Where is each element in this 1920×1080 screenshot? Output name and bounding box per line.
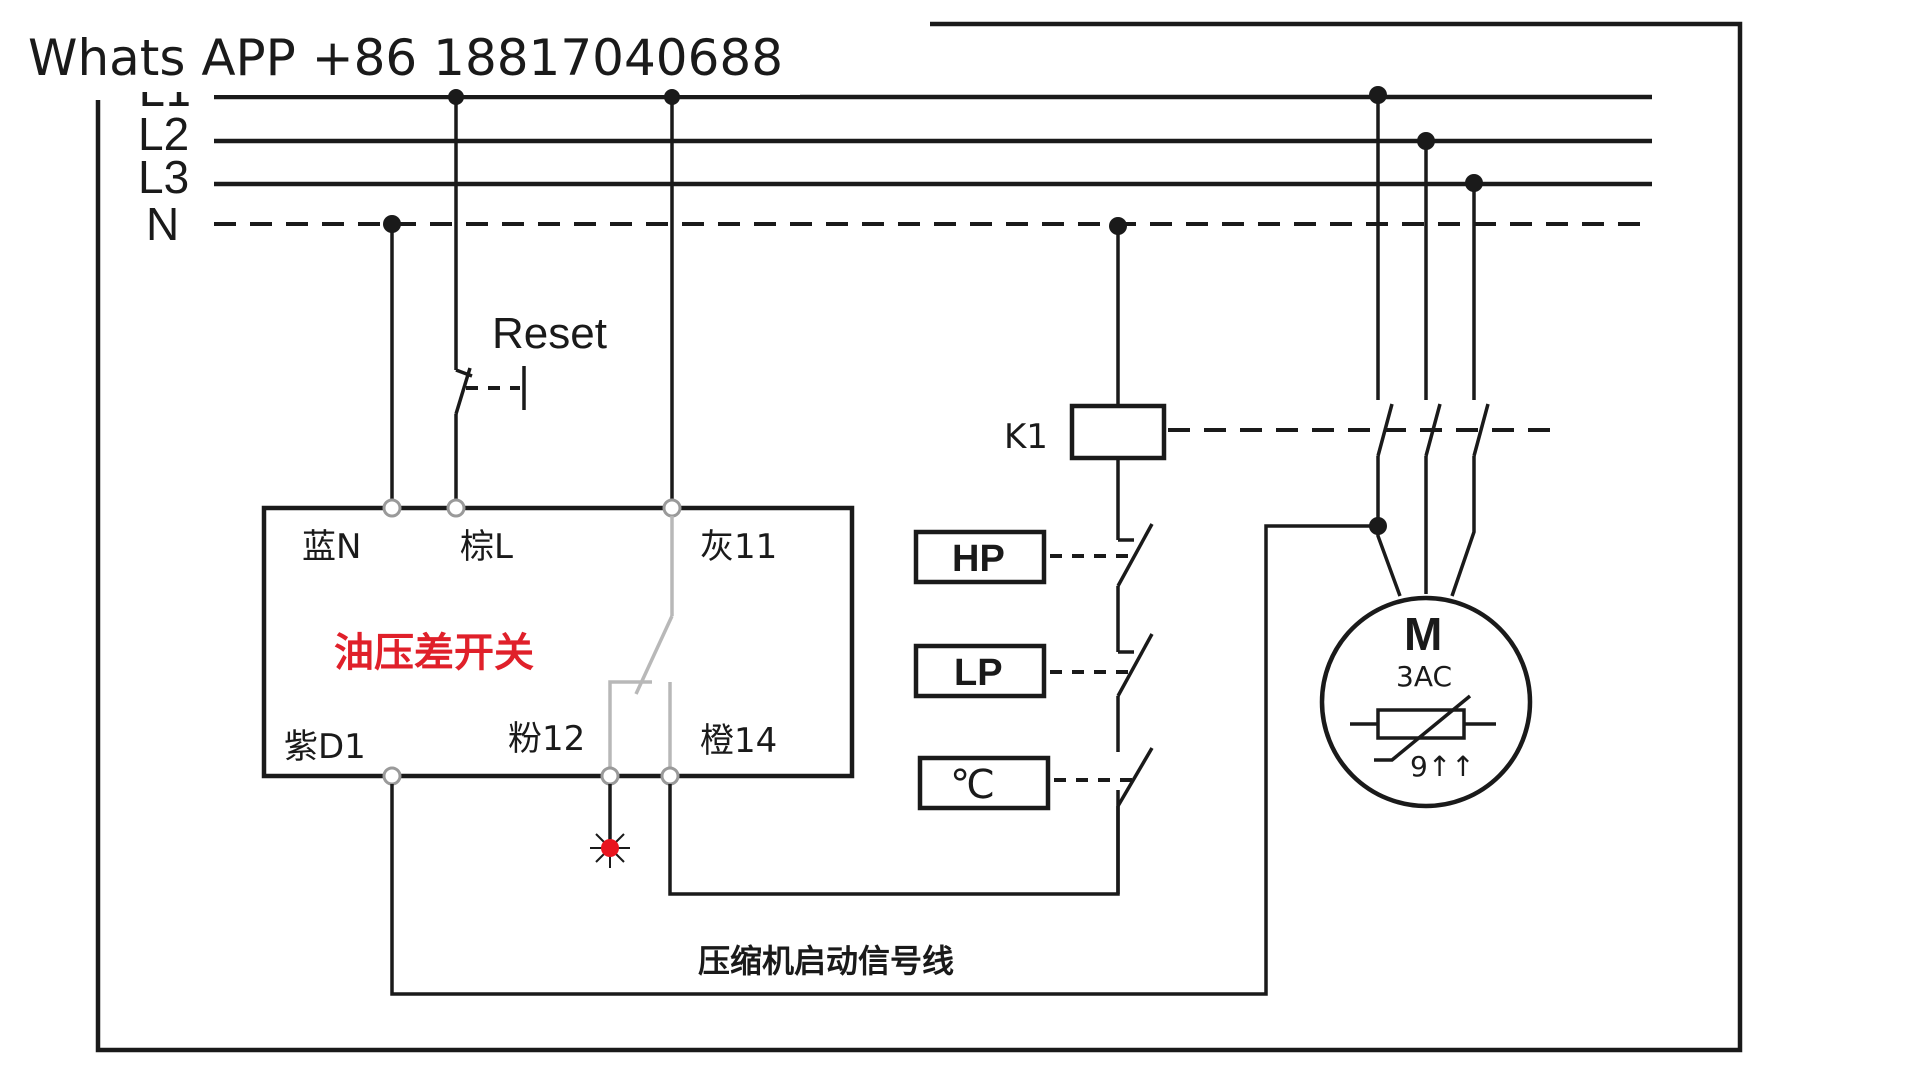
terminal-d1 <box>382 766 402 786</box>
wire-orange-14 <box>668 784 1120 896</box>
terminal-brown-l <box>446 498 466 518</box>
hp-switch-box <box>913 529 1047 585</box>
wire-purple-d1-signal <box>390 524 1378 996</box>
switch-title: 油压差开关 <box>334 630 534 676</box>
bus-label-n: N <box>146 198 179 250</box>
temp-switch-box <box>917 755 1051 811</box>
bus-label-l3: L3 <box>138 151 189 203</box>
main-contact-l3 <box>1472 403 1490 457</box>
hp-label: HP <box>952 538 1005 580</box>
label-terminal-d1: 紫D1 <box>284 727 366 767</box>
bus-label-l2: L2 <box>138 108 189 160</box>
label-terminal-blue-n: 蓝N <box>302 527 361 567</box>
outer-frame <box>95 21 1743 1053</box>
reset-switch-arm <box>454 367 472 415</box>
signal-line-label: 压缩机启动信号线 <box>698 942 954 980</box>
label-terminal-12: 粉12 <box>508 719 585 759</box>
temp-contact-blade <box>1116 747 1154 807</box>
terminal-12 <box>600 766 620 786</box>
oil-pressure-switch-box <box>261 505 855 779</box>
lp-contact-blade <box>1116 633 1154 697</box>
lp-switch-box <box>913 643 1047 699</box>
label-terminal-gray-11: 灰11 <box>700 527 777 567</box>
temp-label: ℃ <box>950 762 995 808</box>
compressor-motor <box>1319 595 1533 809</box>
motor-type: 3AC <box>1396 660 1452 693</box>
terminal-gray-11 <box>662 498 682 518</box>
watermark-backdrop <box>0 0 800 95</box>
motor-line-l1-lower <box>1376 456 1402 597</box>
terminal-14 <box>660 766 680 786</box>
bus-label-l1: L1 <box>138 63 193 117</box>
contactor-coil-k1 <box>1069 403 1167 461</box>
motor-symbol: M <box>1404 608 1442 660</box>
reset-label: Reset <box>492 309 607 358</box>
motor-line-l3-lower <box>1450 456 1476 597</box>
label-terminal-14: 橙14 <box>700 721 777 761</box>
internal-contact-12 <box>608 680 652 768</box>
contactor-label: K1 <box>1004 417 1048 457</box>
watermark-text: Whats APP +86 18817040688 <box>28 29 783 87</box>
terminal-blue-n <box>382 498 402 518</box>
motor-thermistor-icon <box>1350 694 1496 762</box>
motor-sensor-label: 9↑↑ <box>1410 750 1475 783</box>
hp-contact-blade <box>1116 523 1154 587</box>
label-terminal-brown-l: 棕L <box>460 527 513 567</box>
main-contact-l1 <box>1376 403 1394 457</box>
alarm-indicator <box>590 828 630 868</box>
lp-label: LP <box>954 652 1003 694</box>
main-contact-l2 <box>1424 403 1442 457</box>
